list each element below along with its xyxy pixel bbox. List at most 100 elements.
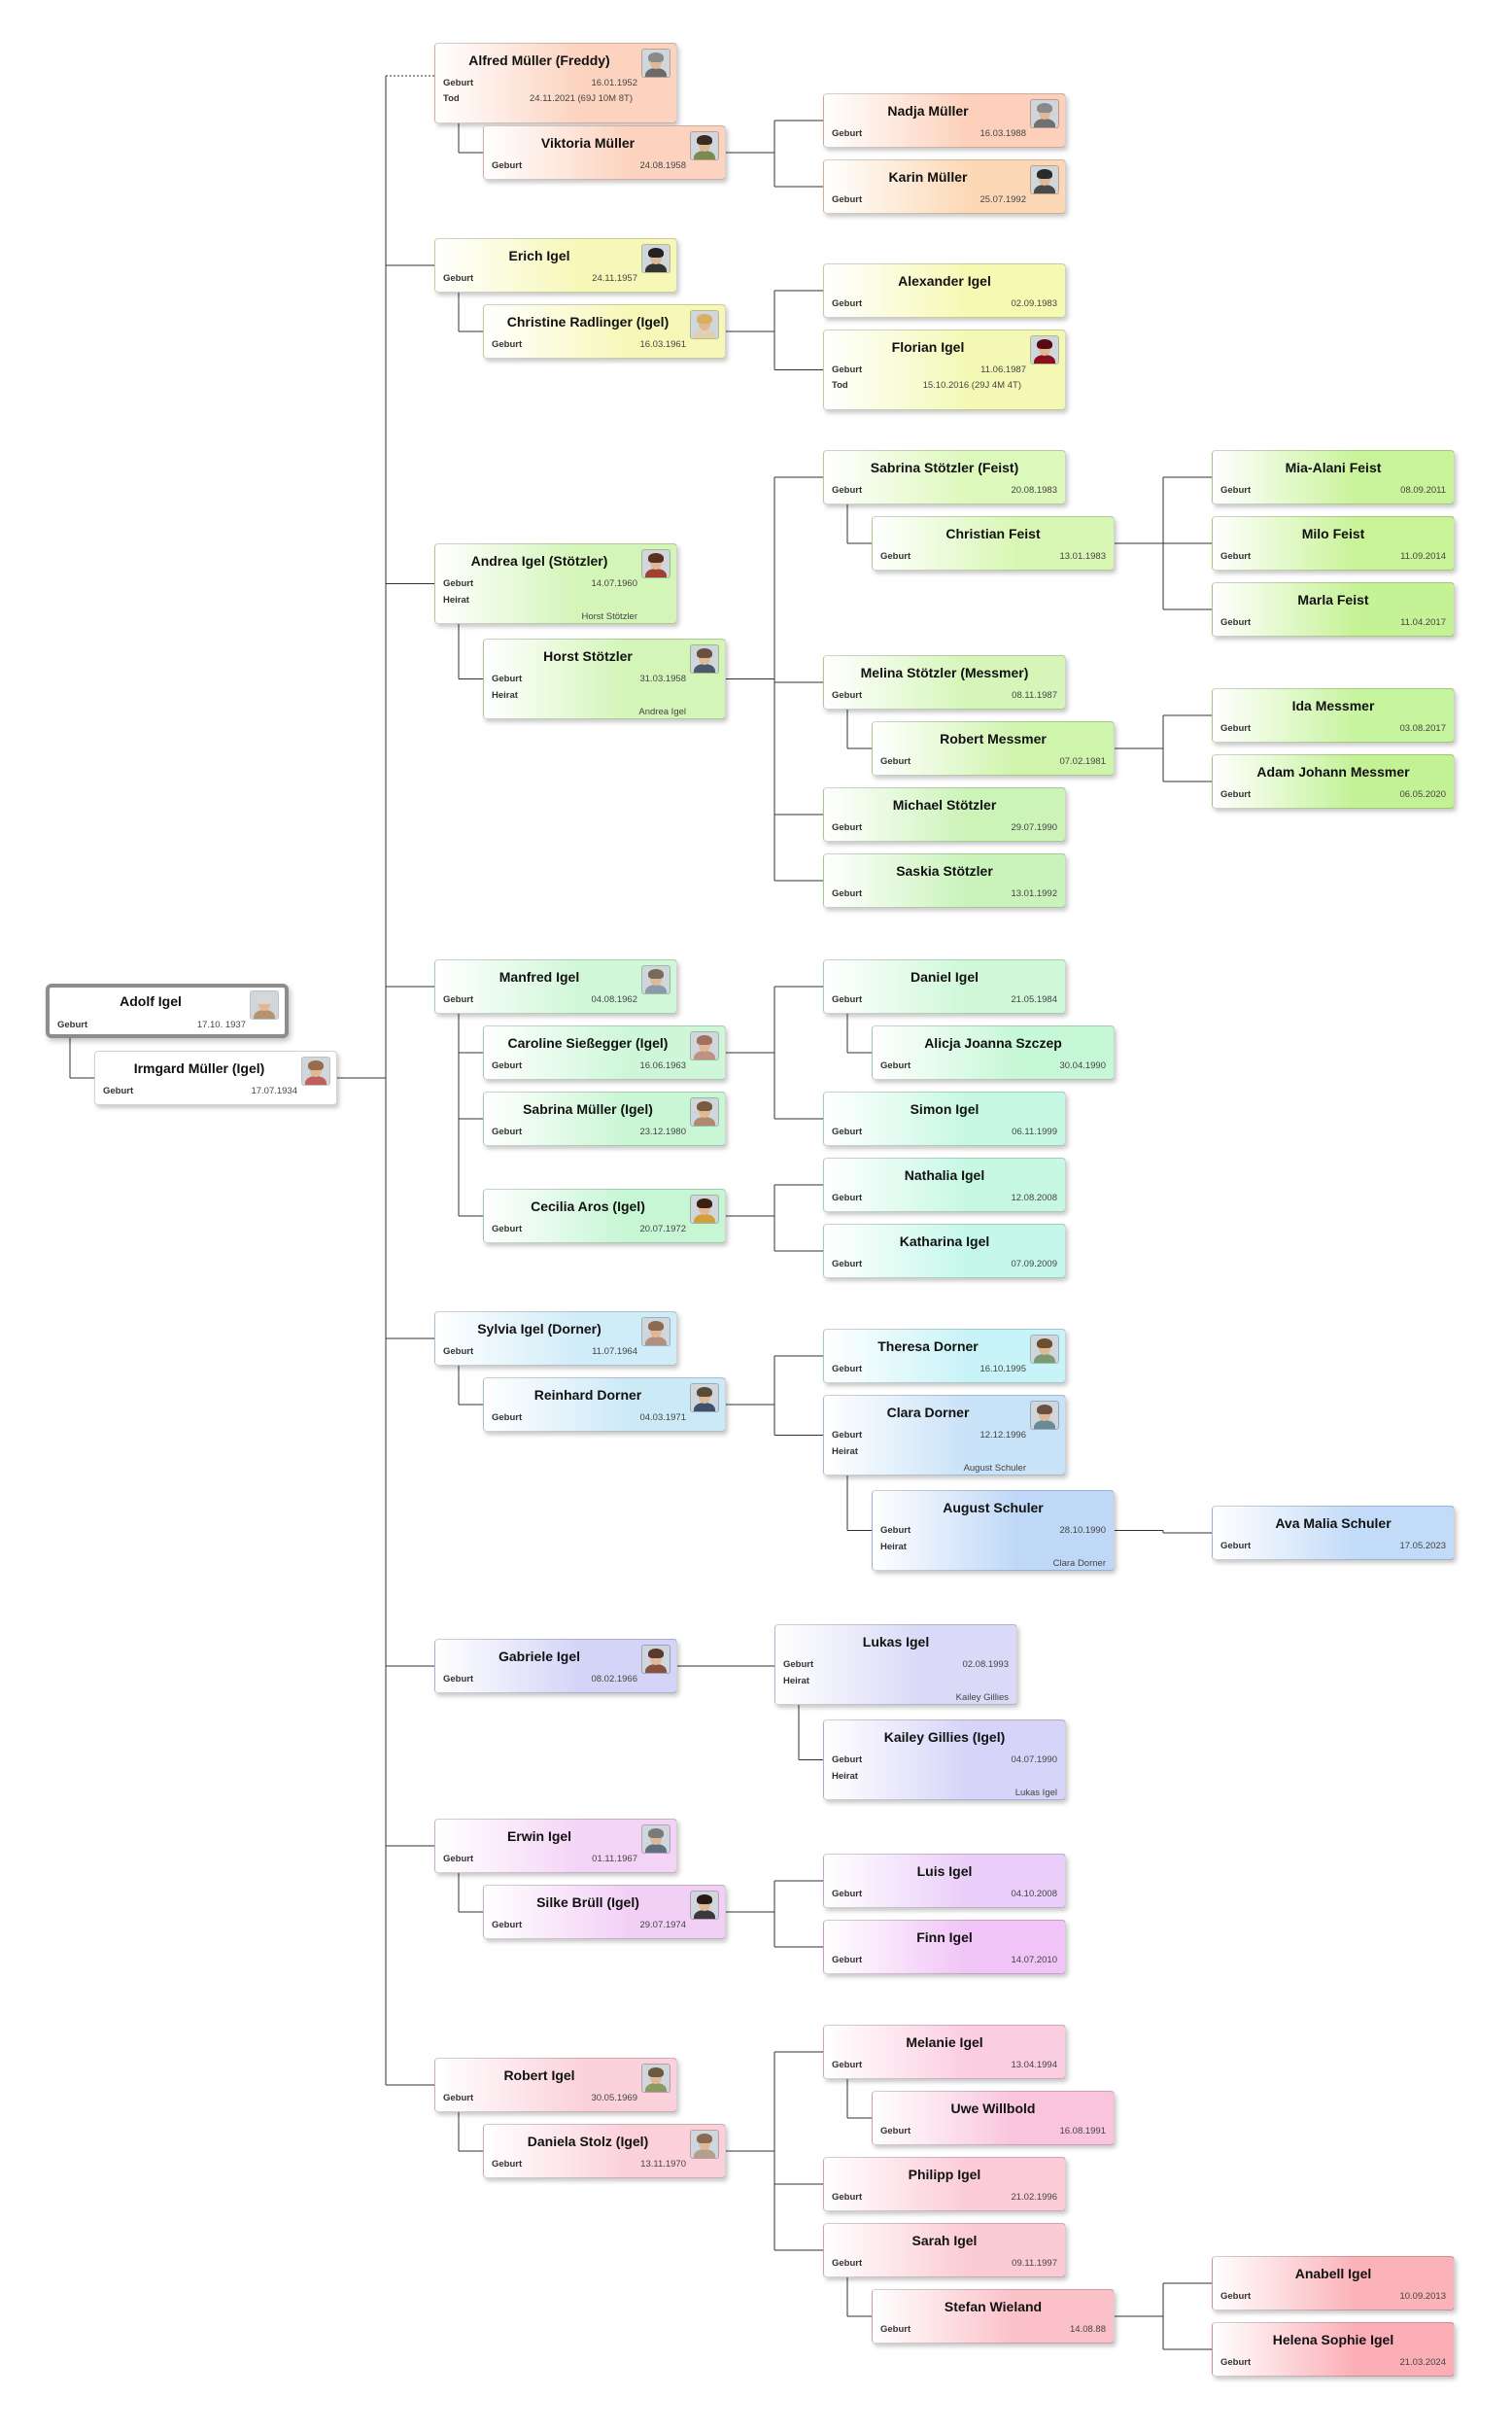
photo-hair [648,248,664,258]
person-card[interactable]: Cecilia Aros (Igel) Geburt 20.07.1972 [483,1189,726,1243]
photo-hair [697,1198,712,1208]
photo-body [254,1010,275,1019]
death-date: 15.10.2016 (29J 4M 4T) [922,380,1021,391]
photo-hair [697,648,712,658]
birth-label: Geburt [832,1193,863,1203]
birth-date: 12.12.1996 [979,1430,1026,1441]
birth-label: Geburt [492,1224,523,1234]
birth-label: Geburt [832,2060,863,2070]
photo-hair [648,2067,664,2077]
birth-label: Geburt [443,2093,474,2103]
birth-label: Geburt [832,1889,863,1899]
birth-date: 25.07.1992 [979,194,1026,205]
person-name: Alicja Joanna Szczep [924,1035,1062,1051]
birth-date: 04.10.2008 [1011,1889,1057,1899]
photo-body [694,330,715,338]
birth-date: 13.11.1970 [640,2159,686,2170]
birth-label: Geburt [492,674,523,684]
death-label: Tod [443,93,460,104]
birth-label: Geburt [832,298,863,309]
photo-body [645,985,667,993]
person-name: Ava Malia Schuler [1275,1515,1392,1531]
birth-label: Geburt [103,1086,134,1096]
marriage-partner: Clara Dorner [1052,1558,1106,1569]
marriage-label: Heirat [832,1771,858,1782]
birth-label: Geburt [443,1346,474,1357]
birth-label: Geburt [832,1259,863,1269]
birth-date: 02.09.1983 [1011,298,1057,309]
birth-date: 01.11.1967 [592,1854,637,1864]
photo-body [694,1214,715,1223]
person-name: Christine Radlinger (Igel) [506,314,670,330]
birth-label: Geburt [443,1674,474,1684]
birth-label: Geburt [492,1060,523,1071]
birth-date: 14.08.88 [1070,2324,1106,2335]
person-name: Florian Igel [891,339,965,355]
birth-date: 08.11.1987 [1012,690,1057,701]
person-photo-icon [691,1384,718,1411]
person-name: Cecilia Aros (Igel) [531,1198,645,1214]
person-name: Theresa Dorner [877,1338,979,1354]
birth-label: Geburt [443,578,474,589]
person-name: Robert Igel [503,2067,575,2083]
person-photo-icon [1031,1402,1058,1429]
birth-label: Geburt [1220,2357,1252,2368]
photo-hair [648,1828,664,1838]
photo-body [694,1403,715,1411]
birth-date: 20.07.1972 [639,1224,686,1234]
